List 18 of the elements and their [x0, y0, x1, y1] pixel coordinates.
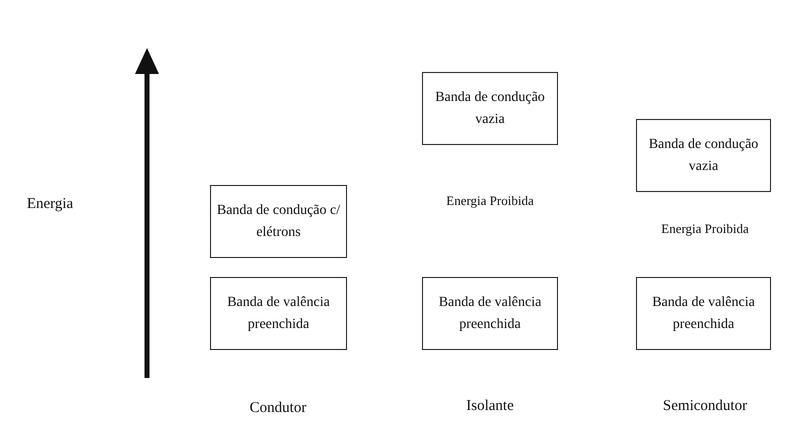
axis-label: Energia	[26, 196, 74, 213]
band-label: Banda de valência preenchida	[651, 294, 756, 334]
band-label: Banda de valência preenchida	[438, 294, 542, 334]
energy-band-box	[210, 185, 347, 258]
energy-band-box	[422, 72, 558, 145]
energy-band-box	[422, 277, 558, 350]
material-label: Isolante	[465, 398, 515, 415]
energy-band-box	[636, 277, 771, 350]
energy-band-box	[636, 119, 771, 192]
forbidden-gap-label: Energia Proibida	[445, 192, 535, 210]
forbidden-gap-label: Energia Proibida	[660, 220, 750, 238]
band-label: Banda de valência preenchida	[226, 294, 331, 334]
material-label: Semicondutor	[662, 398, 748, 415]
band-label: Banda de condução vazia	[434, 88, 546, 128]
material-label: Condutor	[248, 400, 308, 417]
band-label: Banda de condução c/ elétrons	[216, 202, 342, 242]
band-label: Banda de condução vazia	[648, 136, 760, 176]
energy-band-box	[210, 277, 347, 350]
